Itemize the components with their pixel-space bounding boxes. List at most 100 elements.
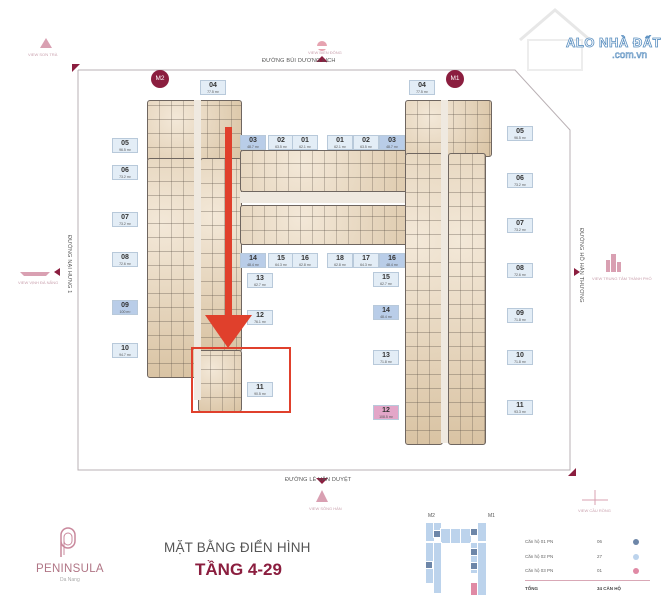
mini-map-m1: M1 xyxy=(488,513,495,519)
unit-area: 71.8 m² xyxy=(380,360,392,364)
unit-area: 64.3 m² xyxy=(275,263,287,267)
unit-number: 11 xyxy=(516,402,524,409)
unit-number: 10 xyxy=(516,352,524,359)
unit-number: 13 xyxy=(382,352,390,359)
unit-number: 03 xyxy=(388,137,396,144)
unit-area: 93.3 m² xyxy=(514,410,526,414)
unit-area: 64.3 m² xyxy=(360,263,372,267)
watermark-house-icon xyxy=(519,8,591,71)
view-top: VIEW BIỂN ĐÔNG xyxy=(308,50,342,55)
street-top: ĐƯỜNG BÙI DƯƠNG LỊCH xyxy=(262,58,336,64)
unit-area: 62.1 m² xyxy=(334,145,346,149)
unit-number: 10 xyxy=(121,345,129,352)
view-left: VIEW VỊNH ĐÀ NẴNG xyxy=(18,280,59,285)
unit-area: 77.5 m² xyxy=(207,90,219,94)
unit-area: 96.5 m² xyxy=(119,148,131,152)
unit-number: 04 xyxy=(418,82,426,89)
unit-area: 71.8 m² xyxy=(514,318,526,322)
unit-number: 07 xyxy=(121,214,129,221)
view-top-left: VIEW SƠN TRÀ xyxy=(28,52,58,57)
bridge-icon xyxy=(582,490,608,505)
unit-number: 11 xyxy=(256,384,264,391)
unit-number: 05 xyxy=(121,140,129,147)
legend-dot-icon xyxy=(633,568,639,574)
city-skyline-icon xyxy=(606,254,621,272)
unit-area: 62.1 m² xyxy=(299,145,311,149)
mini-map-m2: M2 xyxy=(428,513,435,519)
mountain-icon xyxy=(40,38,52,48)
floor-range: TẦNG 4-29 xyxy=(195,560,282,579)
view-right: VIEW TRUNG TÂM THÀNH PHỐ xyxy=(592,276,652,281)
unit-area: 90.5 m² xyxy=(254,392,266,396)
street-bottom: ĐƯỜNG LÊ VĂN DUYỆT xyxy=(285,477,352,483)
arrow-head-icon xyxy=(205,315,252,348)
unit-number: 15 xyxy=(277,255,285,262)
unit-number: 14 xyxy=(249,255,257,262)
unit-area: 73.2 m² xyxy=(514,228,526,232)
page-title: MẶT BẰNG ĐIỂN HÌNH xyxy=(164,540,311,555)
legend-total: TỔNG 34 CĂN HỘ xyxy=(525,586,650,594)
unit-number: 03 xyxy=(249,137,257,144)
legend-row-2pn: Căn hộ 02 PN 27 xyxy=(525,554,650,562)
unit-number: 13 xyxy=(256,275,264,282)
unit-number: 05 xyxy=(516,128,524,135)
watermark-brand: ALO NHÀ ĐẤT xyxy=(566,35,662,51)
unit-number: 01 xyxy=(301,137,309,144)
unit-area: 76.1 m² xyxy=(254,320,266,324)
arrow-shaft xyxy=(225,127,232,317)
unit-number: 12 xyxy=(256,312,264,319)
unit-number: 08 xyxy=(516,265,524,272)
unit-area: 62.8 m² xyxy=(334,263,346,267)
tower-badge-m1: M1 xyxy=(446,70,464,88)
unit-area: 63.5 m² xyxy=(360,145,372,149)
unit-area: 62.7 m² xyxy=(380,282,392,286)
unit-area: 108.5 m² xyxy=(379,415,393,419)
legend-row-3pn: Căn hộ 03 PN 01 xyxy=(525,568,650,576)
unit-area: 48.7 m² xyxy=(247,145,259,149)
unit-area: 48.4 m² xyxy=(380,315,392,319)
sailboat-icon xyxy=(316,490,328,502)
unit-area: 73.2 m² xyxy=(514,183,526,187)
watermark-domain: .com.vn xyxy=(612,50,648,62)
unit-number: 16 xyxy=(301,255,309,262)
unit-area: 62.7 m² xyxy=(254,283,266,287)
unit-area: 72.6 m² xyxy=(514,273,526,277)
unit-area: 72.6 m² xyxy=(119,262,131,266)
unit-area: 71.8 m² xyxy=(514,360,526,364)
legend-label: Căn hộ 01 PN xyxy=(525,539,554,544)
